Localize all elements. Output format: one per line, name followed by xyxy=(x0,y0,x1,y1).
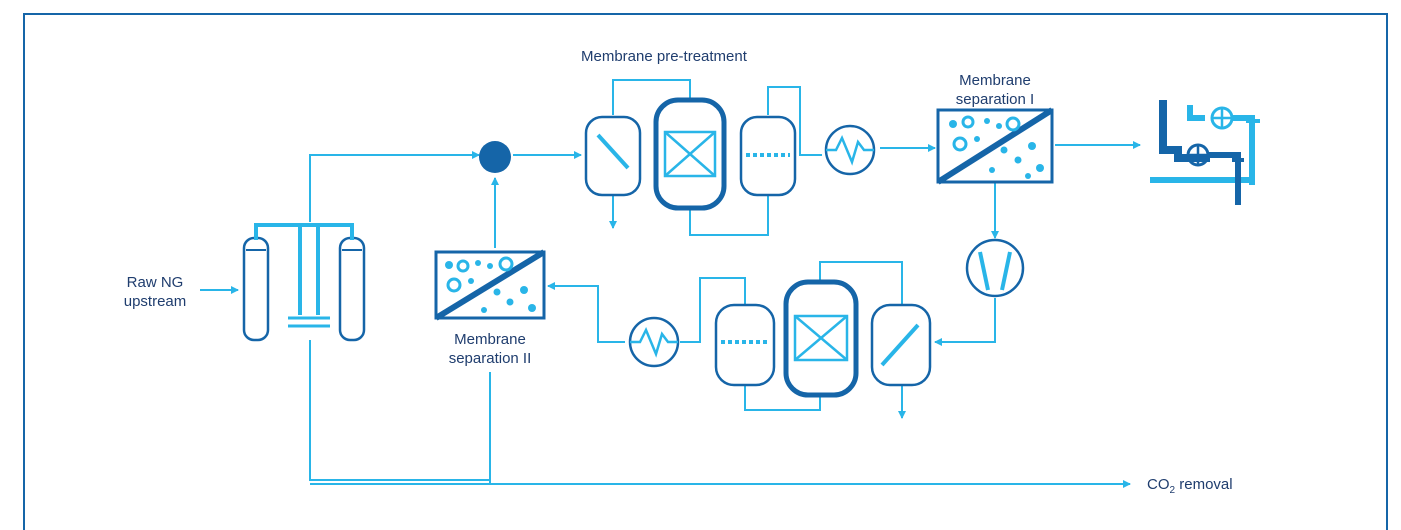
heat-exchanger-2-icon xyxy=(628,316,680,368)
lower-pretreatment-vessel-icon xyxy=(870,303,932,387)
packed-column-icon xyxy=(653,97,727,211)
label-raw-line1: Raw NG xyxy=(127,274,184,291)
diagram-frame xyxy=(23,13,1388,530)
pipeline-destination-icon xyxy=(1150,100,1260,205)
label-sep2-line2: separation II xyxy=(449,350,532,367)
co2-subscript: 2 xyxy=(1170,485,1176,496)
pipe-bottom-loop-2 xyxy=(744,385,821,411)
mixer-node-icon xyxy=(479,141,511,173)
label-sep2-line1: Membrane xyxy=(454,331,526,348)
pipe-hx2-to-sep2 xyxy=(547,282,625,343)
co2-suffix: removal xyxy=(1175,476,1233,493)
filter-vessel-icon xyxy=(739,115,797,197)
compressor-icon xyxy=(965,238,1025,298)
pipe-separator-to-mixer xyxy=(309,151,480,222)
lower-packed-column-icon xyxy=(783,279,859,398)
pipe-top-loop-1 xyxy=(612,79,691,115)
pretreatment-vessel-icon xyxy=(584,115,642,197)
heat-exchanger-icon xyxy=(824,124,876,176)
separator-vessel-icon xyxy=(242,223,366,342)
pipe-compressor-to-lower xyxy=(934,298,996,346)
label-membrane-pretreatment: Membrane pre-treatment xyxy=(581,48,748,65)
pipe-separator-to-co2 xyxy=(309,340,490,481)
label-co2-removal: CO2 removal xyxy=(1147,476,1233,496)
pipe-top-loop-3 xyxy=(767,86,822,156)
lower-filter-vessel-icon xyxy=(714,303,776,387)
pipe-bottom-loop-3 xyxy=(680,277,746,343)
pipe-bottom-loop-1 xyxy=(819,261,903,305)
membrane-module-icon xyxy=(936,107,1054,185)
co2-prefix: CO xyxy=(1147,476,1170,493)
label-sep1-line1: Membrane xyxy=(959,72,1031,89)
label-sep1-line2: separation I xyxy=(956,91,1034,108)
label-raw-line2: upstream xyxy=(124,293,187,310)
membrane-module-2-icon xyxy=(434,249,546,321)
pipes xyxy=(200,79,1141,488)
pipe-top-loop-2 xyxy=(689,195,769,236)
